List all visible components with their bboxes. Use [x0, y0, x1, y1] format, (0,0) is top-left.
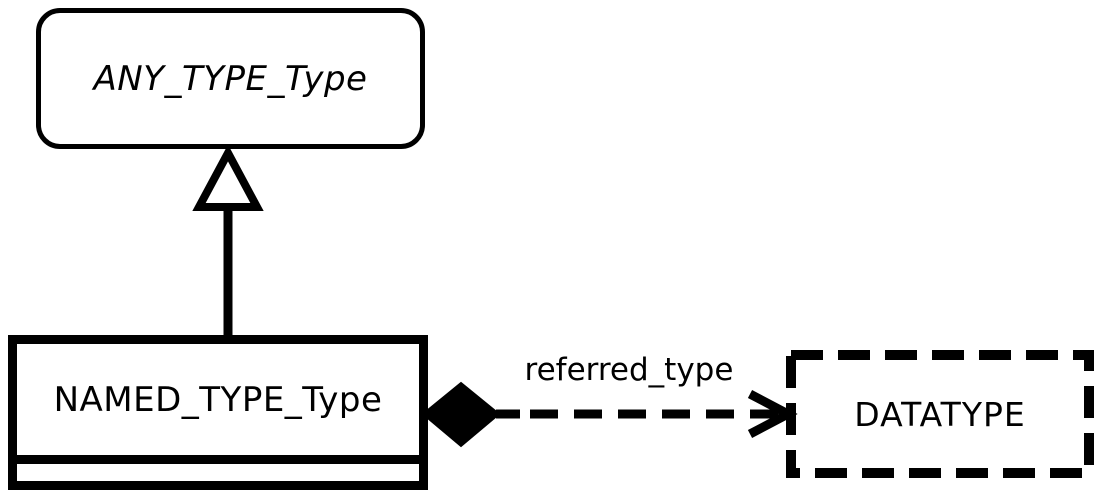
node-named-type-label: NAMED_TYPE_Type	[53, 379, 383, 420]
edge-label-referred-type: referred_type	[524, 352, 734, 388]
open-arrow-icon	[747, 390, 798, 438]
compartment-divider	[17, 455, 419, 464]
node-any-type-label: ANY_TYPE_Type	[93, 58, 368, 99]
node-datatype: DATATYPE	[786, 350, 1094, 478]
node-named-type: NAMED_TYPE_Type	[8, 335, 428, 490]
empty-compartment	[17, 464, 419, 481]
hollow-triangle-icon	[192, 144, 264, 211]
filled-diamond-icon	[421, 381, 501, 448]
node-any-type: ANY_TYPE_Type	[36, 8, 425, 149]
node-datatype-label: DATATYPE	[854, 394, 1026, 434]
